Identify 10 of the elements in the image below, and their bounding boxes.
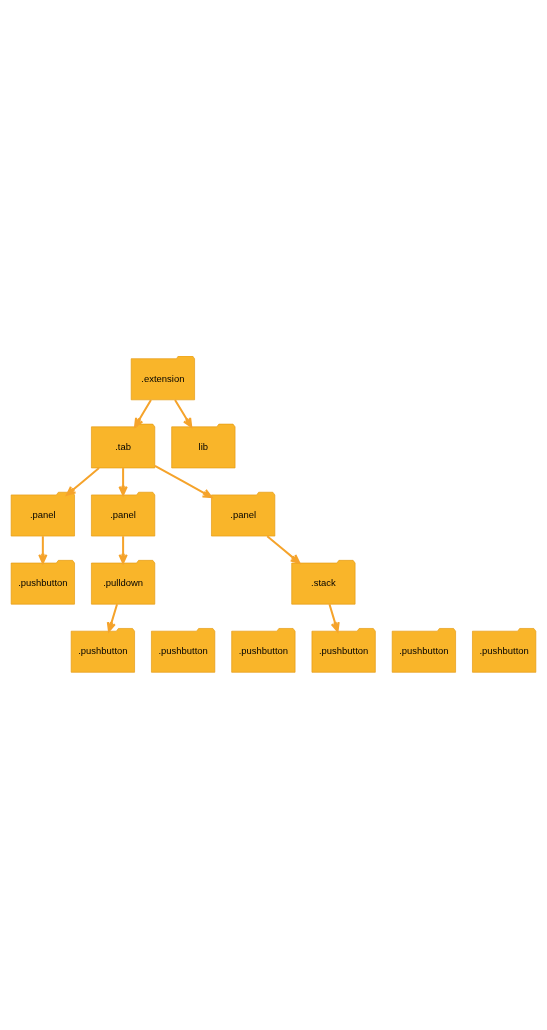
arrow bbox=[38, 535, 48, 564]
arrow bbox=[154, 464, 213, 498]
arrow bbox=[134, 398, 152, 428]
arrow bbox=[328, 603, 340, 632]
arrow bbox=[174, 398, 193, 428]
arrow bbox=[118, 535, 128, 564]
arrow bbox=[266, 534, 301, 564]
arrow bbox=[118, 467, 128, 496]
arrow bbox=[106, 603, 118, 632]
arrow bbox=[65, 466, 100, 496]
